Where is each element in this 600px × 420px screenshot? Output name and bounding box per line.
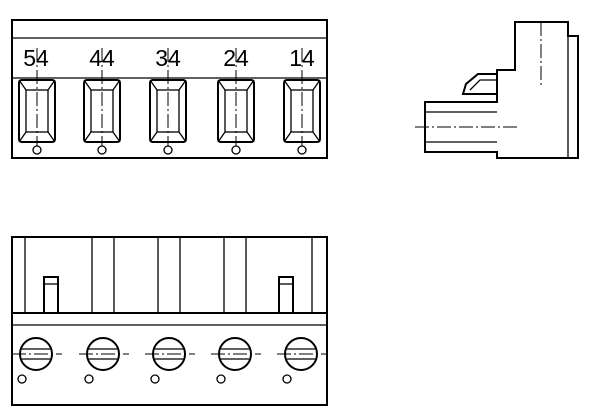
latch-right xyxy=(278,276,294,314)
bottom-view-outline xyxy=(11,236,328,406)
screw-terminal-2 xyxy=(79,337,129,384)
pin-slot-1: 54 xyxy=(18,45,56,155)
pin-label-1: 54 xyxy=(23,45,49,71)
side-view-body xyxy=(424,21,579,159)
screw-terminal-3 xyxy=(145,337,195,384)
front-view-outline xyxy=(11,19,328,159)
latch-left xyxy=(43,276,59,314)
screw-terminal-1 xyxy=(12,337,62,384)
side-view xyxy=(415,21,579,159)
latch-tab xyxy=(461,73,497,95)
screw-terminal-5 xyxy=(277,337,327,384)
screw-terminal-4 xyxy=(211,337,261,384)
pin-slot-5: 14 xyxy=(283,45,321,155)
pin-slot-2: 44 xyxy=(83,45,121,155)
bottom-view xyxy=(11,236,328,406)
front-view: 54 44 34 24 xyxy=(11,19,328,159)
pin-slot-4: 24 xyxy=(217,45,255,155)
pin-slot-3: 34 xyxy=(149,45,187,155)
